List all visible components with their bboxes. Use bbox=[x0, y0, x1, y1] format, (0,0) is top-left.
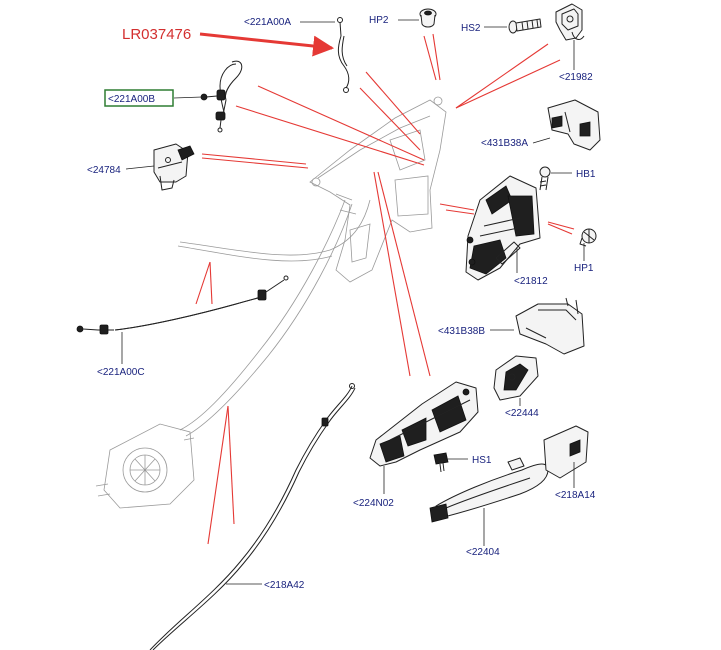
part-22404-handle[interactable] bbox=[429, 457, 549, 523]
label-224N02[interactable]: <224N02 bbox=[353, 498, 394, 509]
part-labels: <221A00A HP2 HS2 <21982 <221A00B <431B38… bbox=[87, 15, 596, 591]
label-hs1[interactable]: HS1 bbox=[472, 455, 492, 466]
highlighted-part-number: LR037476 bbox=[122, 26, 191, 43]
lock-actuator-ghost bbox=[95, 423, 195, 509]
label-431B38A[interactable]: <431B38A bbox=[481, 138, 528, 149]
part-hp2-plug[interactable] bbox=[419, 8, 437, 28]
part-431B38A-shield[interactable] bbox=[547, 99, 601, 151]
part-221A00A-rod[interactable] bbox=[337, 17, 350, 93]
part-hs1-screw[interactable] bbox=[433, 452, 449, 473]
handle-bracket-carrier[interactable] bbox=[309, 96, 447, 283]
label-221A00B[interactable]: <221A00B bbox=[108, 94, 155, 105]
selected-part-box[interactable] bbox=[104, 89, 174, 107]
cable-route-ghost bbox=[177, 199, 371, 437]
leader-lines bbox=[121, 19, 585, 585]
label-218A42[interactable]: <218A42 bbox=[264, 580, 305, 591]
part-24784-bracket[interactable] bbox=[153, 143, 195, 191]
part-hp1-plug[interactable] bbox=[579, 228, 597, 247]
label-21982[interactable]: <21982 bbox=[559, 72, 593, 83]
label-22444[interactable]: <22444 bbox=[505, 408, 539, 419]
label-hb1[interactable]: HB1 bbox=[576, 169, 596, 180]
part-21982-striker[interactable] bbox=[555, 3, 585, 41]
part-221A00B-cable[interactable] bbox=[200, 60, 243, 133]
highlight-pointer: LR037476 bbox=[122, 26, 335, 57]
part-224N02-carrier[interactable] bbox=[369, 381, 479, 467]
label-21812[interactable]: <21812 bbox=[514, 276, 548, 287]
label-221A00A[interactable]: <221A00A bbox=[244, 17, 291, 28]
location-indicator-lines bbox=[195, 33, 575, 545]
part-218A42-cable[interactable] bbox=[149, 383, 356, 650]
part-22444-bezel[interactable] bbox=[493, 355, 539, 401]
part-hs2-screw[interactable] bbox=[508, 18, 542, 34]
label-24784[interactable]: <24784 bbox=[87, 165, 121, 176]
label-218A14[interactable]: <218A14 bbox=[555, 490, 596, 501]
label-hp1[interactable]: HP1 bbox=[574, 263, 594, 274]
label-431B38B[interactable]: <431B38B bbox=[438, 326, 485, 337]
label-hs2[interactable]: HS2 bbox=[461, 23, 481, 34]
part-431B38B-cover[interactable] bbox=[515, 297, 585, 355]
part-218A14-cap[interactable] bbox=[543, 425, 589, 479]
label-221A00C[interactable]: <221A00C bbox=[97, 367, 145, 378]
label-22404[interactable]: <22404 bbox=[466, 547, 500, 558]
label-hp2[interactable]: HP2 bbox=[369, 15, 389, 26]
part-221A00C-cable[interactable] bbox=[76, 275, 289, 335]
part-21812-latch[interactable] bbox=[465, 175, 541, 281]
part-hb1-bolt[interactable] bbox=[539, 166, 551, 191]
